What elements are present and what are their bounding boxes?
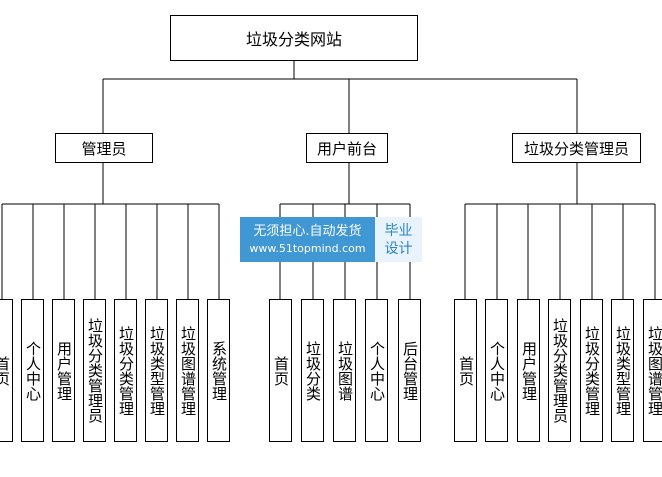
- leaf-label: 系统管理: [210, 340, 228, 401]
- leaf-label: 垃圾分类管理: [583, 325, 601, 416]
- leaf-node: 个人中心: [485, 299, 508, 442]
- leaf-label: 首页: [0, 355, 11, 386]
- branch-node-admin: 管理员: [55, 133, 153, 163]
- watermark-url: www.51topmind.com: [249, 241, 366, 255]
- leaf-node: 首页: [454, 299, 477, 442]
- leaf-label: 垃圾分类管理员: [551, 318, 569, 423]
- leaf-label: 后台管理: [401, 340, 419, 401]
- leaf-node: 系统管理: [207, 299, 230, 442]
- leaf-label: 个人中心: [24, 340, 42, 401]
- leaf-node: 个人中心: [365, 299, 388, 442]
- watermark-tag: 毕业 设计: [375, 217, 422, 262]
- leaf-node: 垃圾分类管理: [580, 299, 603, 442]
- branch-node-sorting-admin: 垃圾分类管理员: [512, 133, 641, 163]
- watermark-banner: 无须担心.自动发货 www.51topmind.com 毕业 设计: [240, 217, 422, 262]
- root-node-label: 垃圾分类网站: [245, 30, 342, 49]
- watermark-main: 无须担心.自动发货 www.51topmind.com: [240, 217, 375, 262]
- leaf-label: 垃圾分类管理员: [86, 318, 104, 423]
- leaf-node: 垃圾分类管理员: [548, 299, 571, 442]
- leaf-node: 垃圾类型管理: [611, 299, 634, 442]
- watermark-tag-line: 设计: [384, 240, 413, 257]
- branch-node-label: 管理员: [81, 139, 127, 158]
- branch-node-frontend: 用户前台: [306, 133, 388, 163]
- watermark-slogan: 无须担心.自动发货: [253, 223, 362, 239]
- leaf-node: 后台管理: [398, 299, 421, 442]
- leaf-label: 垃圾分类管理: [117, 325, 135, 416]
- leaf-label: 个人中心: [488, 340, 506, 401]
- leaf-node: 垃圾类型管理: [145, 299, 168, 442]
- leaf-label: 垃圾类型管理: [148, 325, 166, 416]
- leaf-label: 用户管理: [520, 340, 538, 401]
- leaf-node: 首页: [269, 299, 292, 442]
- leaf-node: 首页: [0, 299, 13, 442]
- leaf-label: 垃圾分类: [304, 340, 322, 401]
- leaf-label: 首页: [457, 355, 475, 386]
- leaf-node: 垃圾分类管理: [114, 299, 137, 442]
- leaf-label: 首页: [272, 355, 290, 386]
- leaf-node: 个人中心: [21, 299, 44, 442]
- leaf-node: 垃圾图谱: [333, 299, 356, 442]
- leaf-label: 垃圾图谱: [336, 340, 354, 401]
- watermark-tag-line: 毕业: [384, 222, 413, 239]
- leaf-node: 用户管理: [517, 299, 540, 442]
- root-node: 垃圾分类网站: [170, 15, 418, 61]
- leaf-node: 垃圾分类: [301, 299, 324, 442]
- branch-node-label: 用户前台: [316, 139, 377, 158]
- leaf-node: 垃圾图谱管理: [176, 299, 199, 442]
- leaf-label: 用户管理: [55, 340, 73, 401]
- branch-node-label: 垃圾分类管理员: [523, 139, 629, 158]
- leaf-label: 垃圾图谱管理: [179, 325, 197, 416]
- leaf-label: 垃圾图谱管理: [646, 325, 662, 416]
- leaf-node: 垃圾分类管理员: [83, 299, 106, 442]
- leaf-node: 用户管理: [52, 299, 75, 442]
- leaf-label: 垃圾类型管理: [614, 325, 632, 416]
- leaf-label: 个人中心: [368, 340, 386, 401]
- leaf-node: 垃圾图谱管理: [643, 299, 662, 442]
